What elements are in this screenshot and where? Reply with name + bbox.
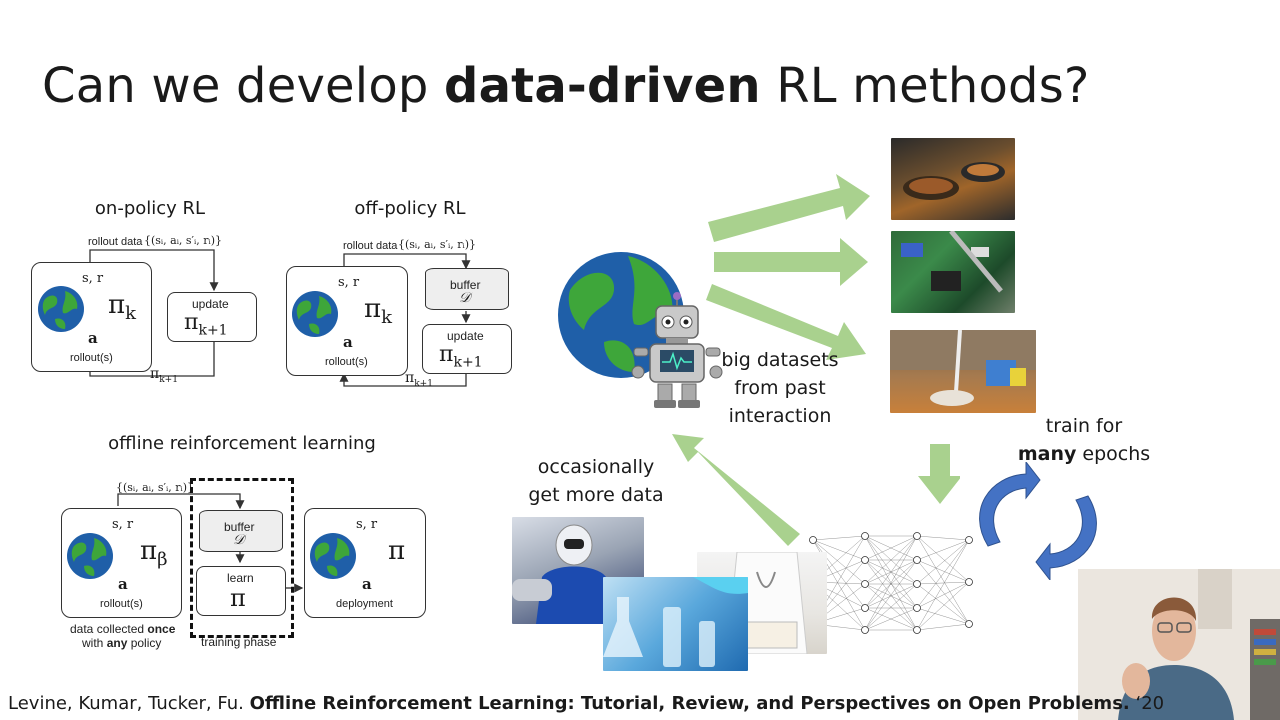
cleaning-photo bbox=[890, 330, 1036, 413]
offpolicy-return-policy: πk+1 bbox=[405, 370, 433, 389]
onpolicy-update-box bbox=[167, 292, 257, 342]
training-phase-label: training phase bbox=[201, 635, 277, 649]
onpolicy-tuple: {(sᵢ, aᵢ, s′ᵢ, rᵢ)} bbox=[144, 234, 223, 247]
offline-buffer-symbol: 𝒟 bbox=[233, 532, 245, 548]
offpolicy-buffer-label: buffer bbox=[450, 278, 481, 292]
offline-action: a bbox=[118, 575, 128, 593]
earth-icon bbox=[38, 286, 84, 332]
deployment-state-reward: s, r bbox=[356, 517, 378, 532]
onpolicy-policy: πk bbox=[108, 290, 137, 325]
deployment-action: a bbox=[362, 575, 372, 593]
earth-icon bbox=[310, 533, 356, 579]
offline-tuple: {(sᵢ, aᵢ, s′ᵢ, rᵢ)} bbox=[116, 481, 195, 494]
offline-learn-box bbox=[196, 566, 286, 616]
earth-icon bbox=[292, 291, 338, 337]
onpolicy-next-policy: πk+1 bbox=[184, 310, 228, 339]
offline-buffer-cylinder bbox=[199, 510, 283, 552]
offline-behavior-policy: πβ bbox=[140, 536, 168, 571]
slide-title: Can we develop data-driven RL methods? bbox=[42, 58, 1090, 114]
presenter-video bbox=[1078, 569, 1280, 720]
onpolicy-action: a bbox=[88, 329, 98, 347]
offline-heading: offline reinforcement learning bbox=[108, 433, 376, 454]
robot-icon bbox=[631, 292, 723, 408]
green-arrows bbox=[672, 174, 960, 546]
citation: Levine, Kumar, Tucker, Fu. Offline Reinf… bbox=[8, 693, 1165, 714]
offpolicy-state-reward: s, r bbox=[338, 275, 360, 290]
neural-network-icon bbox=[809, 532, 973, 634]
offpolicy-rollouts: rollout(s) bbox=[325, 356, 368, 368]
deployment-label: deployment bbox=[336, 598, 393, 610]
onpolicy-update-label: update bbox=[192, 297, 229, 311]
offpolicy-next-policy: πk+1 bbox=[439, 342, 483, 371]
offline-learn-policy: π bbox=[230, 584, 246, 612]
onpolicy-return-policy: πk+1 bbox=[150, 366, 178, 385]
onpolicy-rollout-data: rollout data bbox=[88, 236, 143, 248]
cooking-photo bbox=[891, 138, 1015, 220]
humanoid-robot-photo bbox=[512, 517, 644, 624]
cycle-arrows-icon bbox=[979, 462, 1097, 580]
offline-buffer-label: buffer bbox=[224, 520, 255, 534]
offpolicy-policy: πk bbox=[364, 294, 393, 329]
offline-learn-label: learn bbox=[227, 571, 254, 585]
offpolicy-buffer-symbol: 𝒟 bbox=[459, 290, 471, 306]
offline-state-reward: s, r bbox=[112, 517, 134, 532]
offpolicy-tuple: {(sᵢ, aᵢ, s′ᵢ, rᵢ)} bbox=[398, 238, 477, 251]
offline-caption-line2: with any policy bbox=[82, 636, 162, 650]
offpolicy-action: a bbox=[343, 333, 353, 351]
onpolicy-state-reward: s, r bbox=[82, 271, 104, 286]
onpolicy-rollouts: rollout(s) bbox=[70, 352, 113, 364]
offpolicy-buffer-cylinder bbox=[425, 268, 509, 310]
deployment-policy: π bbox=[388, 536, 406, 566]
earth-icon bbox=[67, 533, 113, 579]
offpolicy-heading: off-policy RL bbox=[354, 198, 466, 219]
offline-rollouts: rollout(s) bbox=[100, 598, 143, 610]
onpolicy-heading: on-policy RL bbox=[94, 198, 206, 219]
offpolicy-update-box bbox=[422, 324, 512, 374]
training-phase-frame bbox=[190, 478, 294, 638]
offline-caption-line1: data collected once bbox=[70, 622, 176, 636]
electronics-photo bbox=[891, 231, 1015, 313]
offpolicy-update-label: update bbox=[447, 329, 484, 343]
lab-flasks-photo bbox=[603, 577, 748, 671]
offpolicy-rollout-data: rollout data bbox=[343, 240, 398, 252]
